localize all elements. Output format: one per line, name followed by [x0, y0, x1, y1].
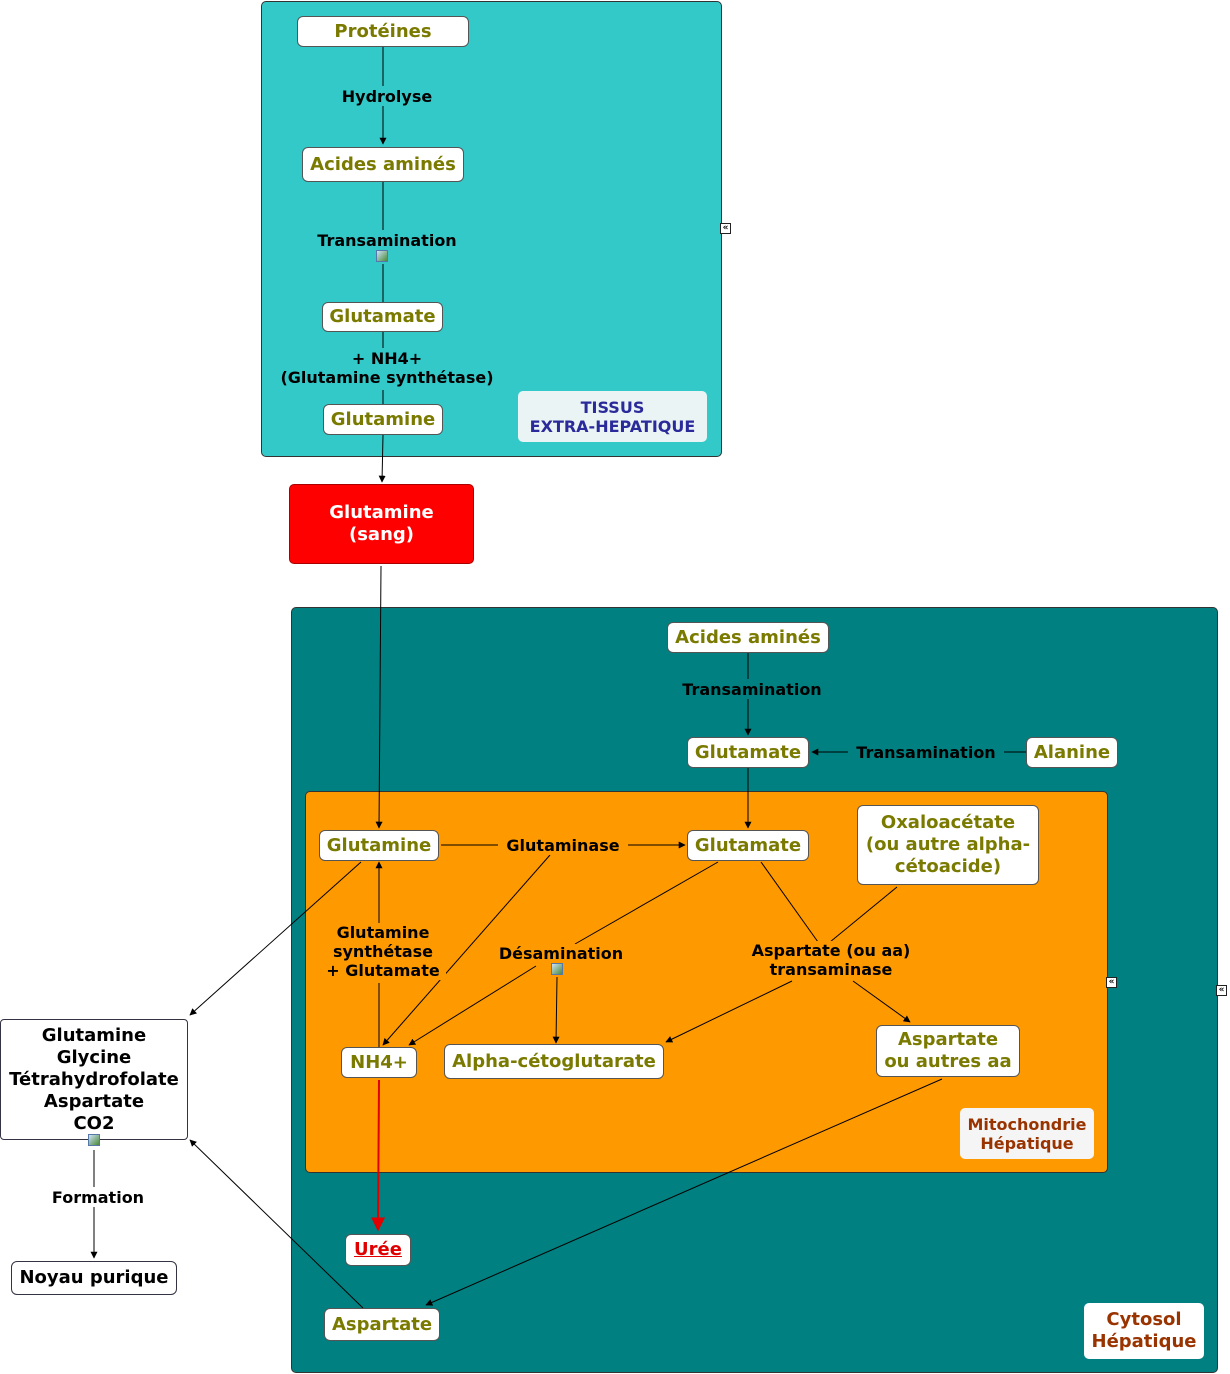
node-glutamate-3[interactable]: Glutamate	[687, 830, 809, 861]
node-oxaloacetate[interactable]: Oxaloacétate (ou autre alpha- cétoacide)	[857, 805, 1039, 885]
label-nh4-synthetase: + NH4+ (Glutamine synthétase)	[268, 349, 506, 387]
link-desamination-alpha	[552, 976, 560, 1044]
node-acides-amines-2[interactable]: Acides aminés	[667, 622, 829, 653]
node-acides-amines-1[interactable]: Acides aminés	[302, 147, 464, 182]
label-glutaminase: Glutaminase	[498, 836, 628, 855]
node-nh4[interactable]: NH4+	[341, 1047, 417, 1078]
link-desamination-nh4	[408, 965, 537, 1046]
link-nh4-uree	[371, 1079, 386, 1232]
label-glutamine-synthetase: Glutamine synthétase + Glutamate	[320, 923, 446, 980]
label-hydrolyse: Hydrolyse	[334, 87, 440, 106]
node-glutamine-1[interactable]: Glutamine	[323, 404, 443, 435]
node-glutamate-1[interactable]: Glutamate	[322, 302, 443, 332]
collapse-icon[interactable]: «	[720, 223, 731, 234]
picture-icon[interactable]	[88, 1134, 100, 1146]
label-formation: Formation	[42, 1188, 154, 1207]
node-alpha-cetoglutarate[interactable]: Alpha-cétoglutarate	[444, 1044, 664, 1079]
link-glutamine-blood	[378, 434, 386, 483]
tag-mitochondria: Mitochondrie Hépatique	[960, 1108, 1094, 1159]
label-transamination-3: Transamination	[848, 743, 1004, 762]
node-purine-precursors[interactable]: Glutamine Glycine Tétrahydrofolate Aspar…	[0, 1019, 188, 1140]
picture-icon[interactable]	[376, 250, 388, 262]
node-glutamate-2[interactable]: Glutamate	[687, 737, 809, 768]
node-aspartate[interactable]: Aspartate	[324, 1308, 440, 1341]
link-blood-glutamine	[375, 565, 383, 829]
link-transaminase-aspartate-aa	[852, 980, 911, 1023]
link-glutamate3-desamination	[574, 861, 719, 945]
node-glutamine-2[interactable]: Glutamine	[319, 830, 439, 861]
label-desamination: Désamination	[491, 944, 631, 963]
node-proteines[interactable]: Protéines	[297, 16, 469, 47]
collapse-icon[interactable]: «	[1106, 977, 1117, 988]
node-noyau-purique[interactable]: Noyau purique	[11, 1261, 177, 1295]
label-transamination-2: Transamination	[674, 680, 830, 699]
picture-icon[interactable]	[551, 963, 563, 975]
tag-cytosol: Cytosol Hépatique	[1084, 1303, 1204, 1359]
label-aspartate-transaminase: Aspartate (ou aa) transaminase	[738, 941, 924, 979]
node-aspartate-aa[interactable]: Aspartate ou autres aa	[876, 1025, 1020, 1077]
collapse-icon[interactable]: «	[1216, 985, 1227, 996]
node-alanine[interactable]: Alanine	[1026, 737, 1118, 768]
link-oxalo-transaminase	[829, 886, 898, 943]
label-transamination-1: Transamination	[309, 231, 465, 250]
node-uree[interactable]: Urée	[345, 1234, 411, 1266]
link-glutamine2-purines	[189, 861, 362, 1016]
link-transaminase-alpha	[665, 980, 793, 1043]
link-glutaminase-nh4	[382, 854, 551, 1046]
link-aspartate-purines	[189, 1139, 364, 1309]
link-glutamate3-transaminase	[760, 861, 819, 943]
tag-extra-hepatic: TISSUS EXTRA-HEPATIQUE	[518, 391, 707, 442]
node-glutamine-sang[interactable]: Glutamine (sang)	[289, 484, 474, 564]
link-aspartate-aa-aspartate	[425, 1078, 943, 1306]
